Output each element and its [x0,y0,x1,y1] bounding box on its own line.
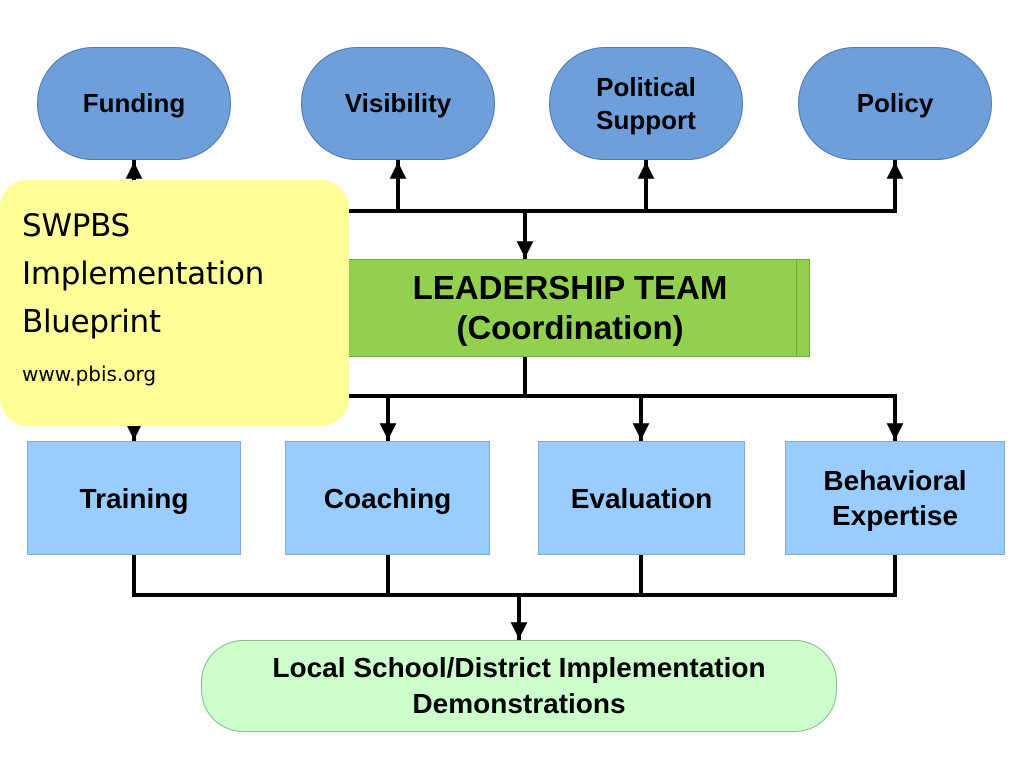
leadership-box-divider [796,259,797,357]
node-coaching: Coaching [285,441,490,555]
leadership-team-label: LEADERSHIP TEAM (Coordination) [412,269,728,346]
note-url[interactable]: www.pbis.org [22,362,157,387]
leadership-team-box: LEADERSHIP TEAM (Coordination) [330,259,810,357]
node-funding-label: Funding [82,88,186,119]
note-title: SWPBS Implementation Blueprint [22,208,264,341]
node-training: Training [27,441,241,555]
node-evaluation: Evaluation [538,441,745,555]
node-political-support: Political Support [549,47,743,160]
node-behavioral-expertise: Behavioral Expertise [785,441,1005,555]
node-policy-label: Policy [856,88,934,119]
outcome-label: Local School/District Implementation Dem… [272,651,766,719]
node-policy: Policy [798,47,992,160]
node-coaching-label: Coaching [323,482,452,514]
blueprint-note: SWPBS Implementation Blueprint www.pbis.… [0,180,349,426]
node-training-label: Training [79,482,189,514]
outcome-box: Local School/District Implementation Dem… [201,640,837,732]
node-visibility-label: Visibility [344,88,452,119]
node-funding: Funding [37,47,231,160]
node-visibility: Visibility [301,47,495,160]
node-evaluation-label: Evaluation [570,482,713,514]
node-political-support-label: Political Support [596,72,696,135]
node-behavioral-expertise-label: Behavioral Expertise [823,465,967,531]
